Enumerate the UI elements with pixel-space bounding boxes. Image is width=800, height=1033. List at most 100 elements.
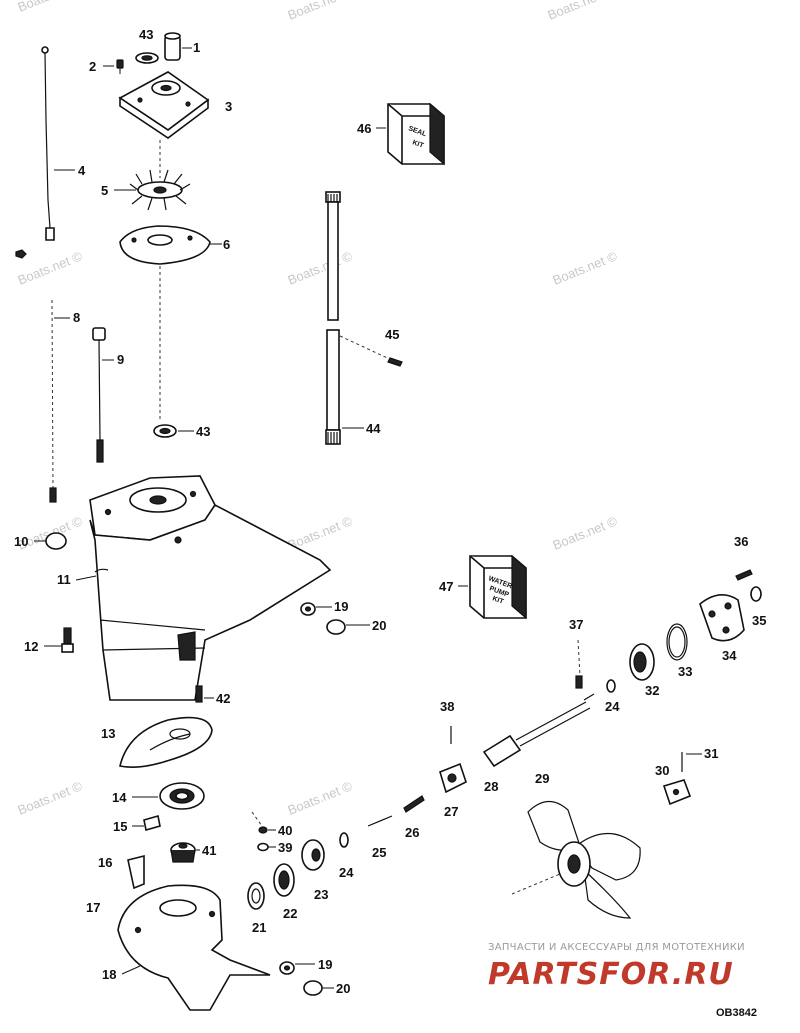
callout-44: 44 <box>366 421 381 436</box>
water-pump-kit-box: WATER PUMP KIT <box>469 554 527 620</box>
callout-6: 6 <box>223 237 230 252</box>
callout-32: 32 <box>645 683 659 698</box>
banner-logo: PARTSFOR.RU <box>488 957 734 992</box>
part-5-impeller <box>129 169 191 211</box>
callout-45: 45 <box>385 327 399 342</box>
callout-37: 37 <box>569 617 583 632</box>
watermark: Boats.net © <box>16 0 85 15</box>
callout-14: 14 <box>112 790 127 805</box>
part-22-bearing <box>273 863 295 897</box>
callout-47: 47 <box>439 579 453 594</box>
callout-29: 29 <box>535 771 549 786</box>
part-24-washer-right <box>606 679 616 693</box>
part-33-o-ring <box>666 623 688 661</box>
callout-4: 4 <box>78 163 86 178</box>
part-2-screw <box>116 59 124 74</box>
callout-24-left: 24 <box>339 865 354 880</box>
callout-21: 21 <box>252 920 266 935</box>
part-13-gasket <box>119 716 213 768</box>
callout-22: 22 <box>283 906 297 921</box>
callout-13: 13 <box>101 726 115 741</box>
part-43-seal-lower <box>153 424 177 438</box>
part-20-plug-lower <box>303 980 323 996</box>
part-23-gear <box>301 839 325 871</box>
part-20-plug-upper <box>326 619 346 635</box>
watermark: Boats.net © <box>546 0 615 23</box>
part-35-seal <box>750 586 762 602</box>
watermark: Boats.net © <box>551 513 620 553</box>
callout-24-right: 24 <box>605 699 620 714</box>
part-10-grommet <box>45 532 67 550</box>
part-19-washer-lower <box>279 961 295 975</box>
part-41-pinion-gear <box>170 842 196 863</box>
callout-42: 42 <box>216 691 230 706</box>
callout-10: 10 <box>14 534 28 549</box>
part-27-clutch <box>439 762 467 794</box>
callout-17: 17 <box>86 900 100 915</box>
callout-19-lower: 19 <box>318 957 332 972</box>
part-4-rod <box>41 46 55 241</box>
gearcase-housing <box>89 475 332 701</box>
callout-1: 1 <box>193 40 200 55</box>
callout-35: 35 <box>752 613 766 628</box>
callout-28: 28 <box>484 779 498 794</box>
part-32-reverse-gear <box>629 643 655 681</box>
callout-40: 40 <box>278 823 292 838</box>
callout-43-top: 43 <box>139 27 153 42</box>
callout-26: 26 <box>405 825 419 840</box>
callout-5: 5 <box>101 183 108 198</box>
callout-23: 23 <box>314 887 328 902</box>
part-37-key <box>575 675 583 689</box>
part-14-bearing <box>159 782 205 810</box>
part-36-screw <box>735 569 753 581</box>
watermark: Boats.net © <box>551 248 620 288</box>
watermarks: Boats.net © Boats.net © Boats.net © Boat… <box>16 0 620 818</box>
callout-2: 2 <box>89 59 96 74</box>
part-8-stud <box>49 487 57 503</box>
callout-38: 38 <box>440 699 454 714</box>
callout-20-upper: 20 <box>372 618 386 633</box>
callout-43-lower: 43 <box>196 424 210 439</box>
banner-tagline: ЗАПЧАСТИ И АКСЕССУАРЫ ДЛЯ МОТОТЕХНИКИ <box>488 942 745 953</box>
part-29-propeller <box>511 800 641 919</box>
part-42-pin <box>195 685 203 703</box>
part-16-bracket <box>127 854 145 890</box>
watermark: Boats.net © <box>286 248 355 288</box>
callout-3: 3 <box>225 99 232 114</box>
callout-19-upper: 19 <box>334 599 348 614</box>
callout-30: 30 <box>655 763 669 778</box>
part-18-lower-gearcase <box>117 884 271 1011</box>
part-1-tube <box>164 32 181 61</box>
callout-33: 33 <box>678 664 692 679</box>
part-12-screw <box>61 627 74 653</box>
part-19-washer-upper <box>300 602 316 616</box>
callout-27: 27 <box>444 804 458 819</box>
part-24-washer-left <box>339 832 349 848</box>
seal-kit-label: KIT <box>411 139 425 150</box>
callout-11: 11 <box>57 572 71 587</box>
water-pump-kit-label: KIT <box>491 595 505 606</box>
part-15-retainer <box>143 814 161 832</box>
part-7-nut <box>15 249 27 259</box>
callout-34: 34 <box>722 648 737 663</box>
callout-9: 9 <box>117 352 124 367</box>
callout-8: 8 <box>73 310 80 325</box>
callouts: 1 2 3 4 5 6 8 9 10 11 12 13 14 15 16 17 … <box>14 27 766 996</box>
part-6-plate <box>119 225 211 265</box>
callout-31: 31 <box>704 746 718 761</box>
part-9-bolt <box>92 327 106 463</box>
callout-18: 18 <box>102 967 116 982</box>
part-26-spring <box>403 795 425 813</box>
part-45-pin <box>387 357 403 367</box>
part-21-shim <box>247 882 265 910</box>
callout-12: 12 <box>24 639 38 654</box>
callout-41: 41 <box>202 843 216 858</box>
part-44-driveshaft <box>325 191 341 445</box>
part-3-pump-housing <box>118 71 210 139</box>
part-28-propeller-shaft <box>482 693 595 768</box>
part-34-bearing-carrier <box>699 594 745 642</box>
callout-36: 36 <box>734 534 748 549</box>
part-39-nut <box>257 842 269 852</box>
part-30-nut <box>662 779 692 806</box>
